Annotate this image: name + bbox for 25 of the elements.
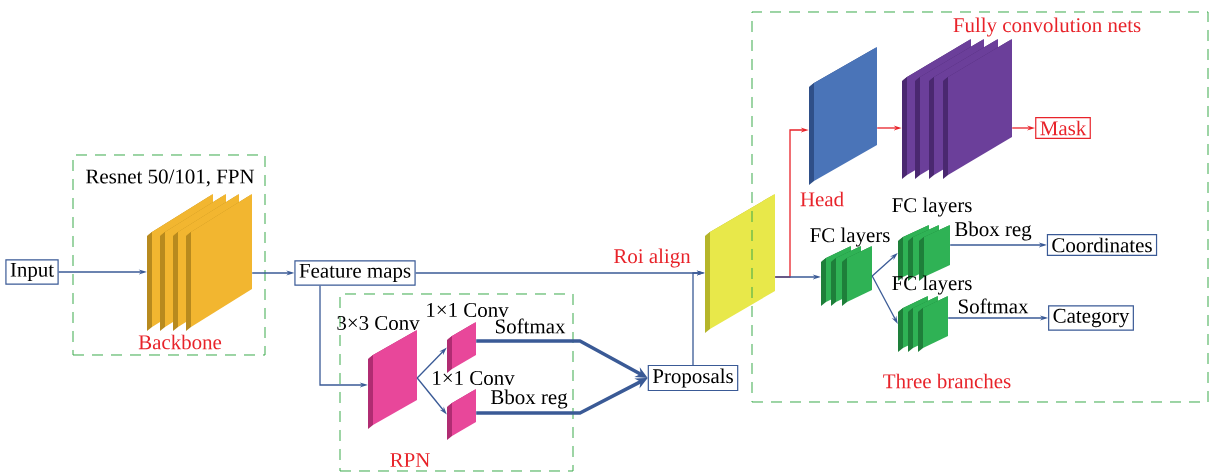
layer-label: FC layers xyxy=(892,275,972,295)
layer-label: 1×1 Conv xyxy=(433,370,515,385)
label-box: Category xyxy=(1048,305,1134,331)
layer-label: Roi align xyxy=(613,248,691,268)
group-title: Backbone xyxy=(138,334,222,350)
label-box: Mask xyxy=(1035,117,1091,139)
layer-label: Head xyxy=(800,191,844,207)
layer-label: 1×1 Conv xyxy=(427,302,509,317)
label-box: Proposals xyxy=(647,364,739,392)
layer-label: 3×3 Conv xyxy=(337,315,420,330)
label-box: Input xyxy=(5,259,59,285)
layer-label: FC layers xyxy=(892,197,972,217)
conv-layer-stack xyxy=(902,39,1012,179)
edge-label: Bbox reg xyxy=(489,388,569,410)
group-title: RPN xyxy=(390,453,430,467)
group-title: Three branches xyxy=(883,373,1011,389)
group-title: Fully convolution nets xyxy=(953,17,1141,37)
feature-layer-stack xyxy=(147,194,252,331)
edge-label: Bbox reg xyxy=(953,220,1033,242)
label-box: Coordinates xyxy=(1046,234,1158,256)
group-title: Resnet 50/101, FPN xyxy=(86,169,255,187)
label-box: Feature maps xyxy=(294,260,416,286)
edge-label: Softmax xyxy=(956,297,1030,315)
layer-label: FC layers xyxy=(810,227,890,247)
edge-label: Softmax xyxy=(493,317,567,335)
